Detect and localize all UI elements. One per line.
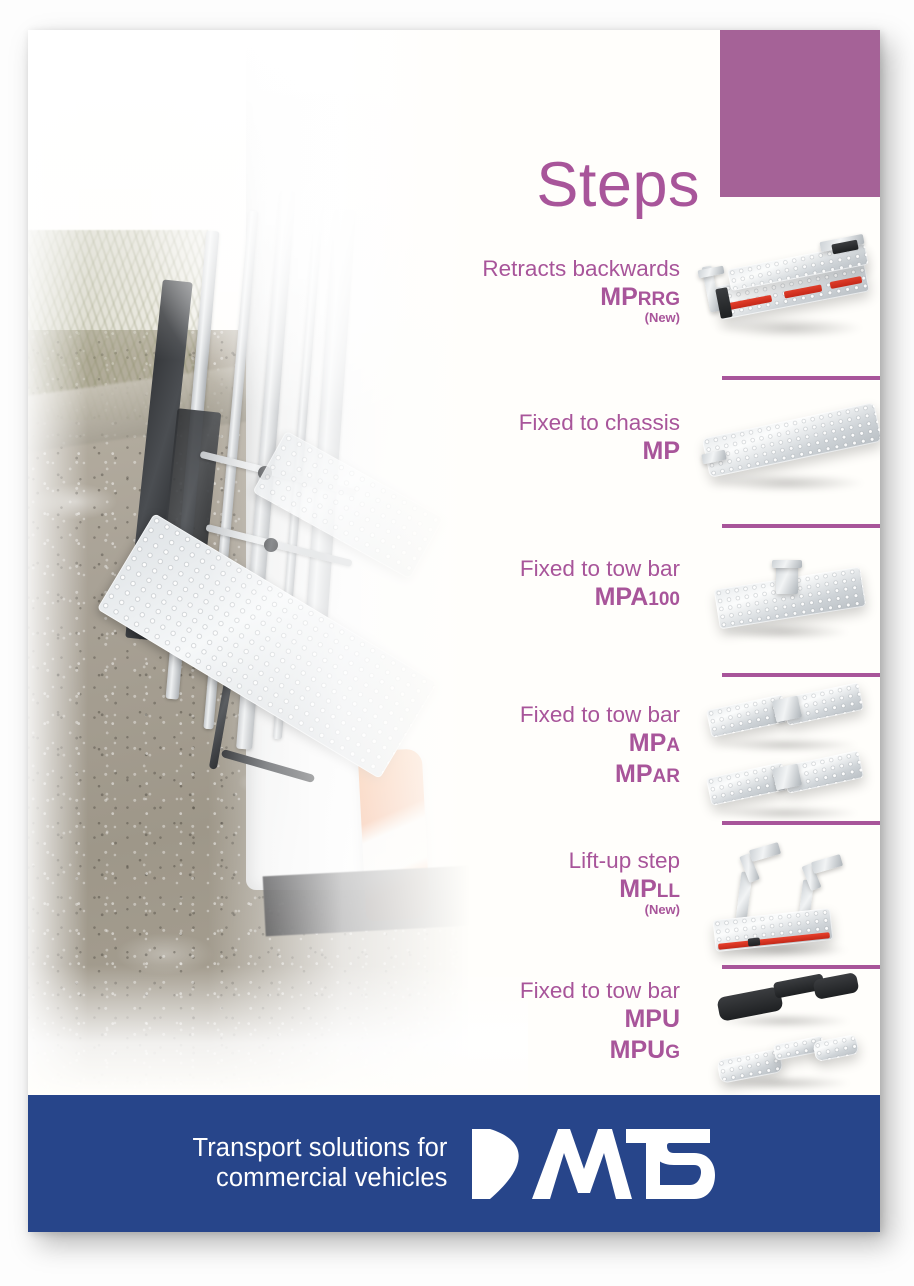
product-code: MP bbox=[408, 436, 681, 466]
row-divider bbox=[722, 673, 880, 677]
product-description: Fixed to tow bar bbox=[519, 978, 680, 1003]
product-new-badge: (New) bbox=[644, 310, 680, 326]
product-code-main: MPA bbox=[594, 583, 649, 612]
product-description: Retracts backwards bbox=[482, 256, 680, 281]
product-list: Retracts backwards MPRRG (New) bbox=[28, 30, 880, 1095]
product-code-main-2: MP bbox=[615, 760, 653, 789]
product-image-mpa-mpar bbox=[692, 682, 880, 820]
product-code: MPA100 bbox=[408, 582, 680, 612]
product-code-sub: LL bbox=[656, 881, 680, 903]
mts-logo bbox=[466, 1127, 716, 1201]
product-code: MPU bbox=[408, 1004, 680, 1034]
product-text-block: Fixed to tow bar MPA100 bbox=[408, 556, 680, 612]
product-row: Fixed to tow bar MPA100 bbox=[28, 536, 880, 660]
header-color-block bbox=[720, 30, 880, 197]
product-description: Fixed to chassis bbox=[518, 410, 680, 435]
product-code-main: MP bbox=[600, 283, 638, 312]
product-code: MPA bbox=[408, 728, 680, 758]
product-image-mp bbox=[692, 394, 880, 498]
product-code-main: MP bbox=[642, 437, 681, 466]
van-rear-with-step-photo bbox=[28, 30, 528, 1095]
product-description: Fixed to tow bar bbox=[519, 556, 680, 581]
photo-fade-right bbox=[208, 30, 528, 1095]
product-image-mpu-mpug bbox=[692, 970, 880, 1090]
product-code-secondary: MPUG bbox=[408, 1035, 680, 1065]
product-code: MPRRG bbox=[408, 282, 680, 312]
row-divider bbox=[722, 821, 880, 825]
product-new-badge: (New) bbox=[644, 902, 680, 918]
product-row: Fixed to tow bar MPA MPAR bbox=[28, 680, 880, 820]
product-text-block: Retracts backwards MPRRG (New) bbox=[408, 256, 680, 325]
product-row: Fixed to tow bar MPU MPUG bbox=[28, 970, 880, 1090]
footer-tagline: Transport solutions for commercial vehic… bbox=[192, 1134, 447, 1192]
row-divider bbox=[722, 965, 880, 969]
product-code-sub-2: AR bbox=[652, 766, 680, 788]
product-text-block: Fixed to tow bar MPU MPUG bbox=[408, 978, 680, 1065]
product-image-mpll bbox=[692, 838, 880, 964]
product-text-block: Fixed to tow bar MPA MPAR bbox=[408, 702, 680, 789]
product-image-mprrg bbox=[692, 226, 880, 346]
product-code-main: MP bbox=[628, 729, 667, 758]
product-code-main-2: MPU bbox=[609, 1036, 666, 1065]
product-text-block: Lift-up step MPLL (New) bbox=[408, 848, 680, 917]
footer-tagline-line1: Transport solutions for bbox=[192, 1134, 448, 1163]
product-description: Fixed to tow bar bbox=[519, 702, 680, 727]
product-code-secondary: MPAR bbox=[408, 759, 680, 789]
product-code-main: MPU bbox=[624, 1005, 680, 1034]
footer-bar: Transport solutions for commercial vehic… bbox=[28, 1095, 880, 1232]
photo-fade-bottom bbox=[28, 965, 528, 1095]
brochure-page: Steps Retracts backwards MPRRG (New) bbox=[28, 30, 880, 1232]
product-text-block: Fixed to chassis MP bbox=[408, 410, 680, 466]
product-row: Retracts backwards MPRRG (New) bbox=[28, 226, 880, 366]
row-divider bbox=[722, 376, 880, 380]
page-title: Steps bbox=[536, 150, 700, 220]
row-divider bbox=[722, 524, 880, 528]
product-code-main: MP bbox=[619, 875, 657, 904]
product-row: Fixed to chassis MP bbox=[28, 388, 880, 512]
product-image-mpa100 bbox=[692, 554, 880, 650]
product-code-sub: RRG bbox=[637, 289, 680, 311]
product-code: MPLL bbox=[408, 874, 680, 904]
footer-tagline-line2: commercial vehicles bbox=[216, 1163, 448, 1192]
product-description: Lift-up step bbox=[568, 848, 680, 873]
product-code-sub: A bbox=[666, 735, 680, 757]
product-row: Lift-up step MPLL (New) bbox=[28, 828, 880, 964]
product-code-sub: 100 bbox=[648, 589, 680, 611]
product-code-sub-2: G bbox=[665, 1042, 680, 1064]
